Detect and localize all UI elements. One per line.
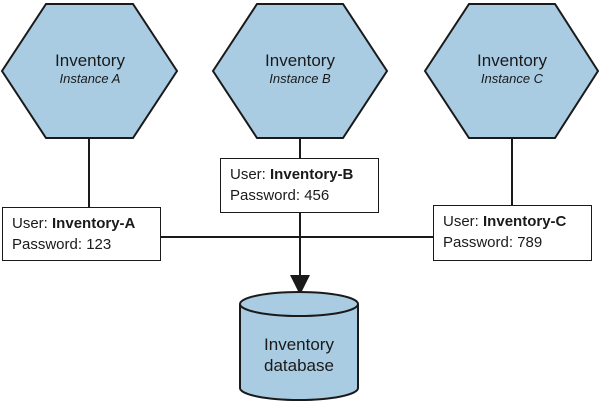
credentials-box-b: User: Inventory-B Password: 456 [220, 158, 379, 213]
database-label-line1: Inventory [264, 335, 334, 354]
database-label: Inventory database [239, 334, 359, 376]
user-label-b: User: [230, 166, 266, 183]
hexagon-instance-b [211, 3, 389, 139]
user-line-a: User: Inventory-A [12, 213, 151, 234]
instance-a-subtitle: Instance A [59, 71, 121, 86]
password-label-c: Password: [443, 234, 514, 251]
user-label-a: User: [12, 215, 48, 232]
instance-a-title: Inventory [55, 51, 125, 70]
instance-c-label: Inventory Instance C [422, 51, 600, 87]
password-line-c: Password: 789 [443, 232, 582, 253]
password-value-a: 123 [86, 236, 112, 253]
password-label-b: Password: [230, 187, 301, 204]
instance-b-subtitle: Instance B [269, 71, 331, 86]
user-label-c: User: [443, 213, 479, 230]
database-cylinder [239, 291, 359, 401]
instance-b-title: Inventory [265, 51, 335, 70]
password-value-c: 789 [517, 234, 543, 251]
user-value-a: Inventory-A [52, 215, 136, 232]
password-line-b: Password: 456 [230, 185, 369, 206]
hexagon-instance-a [0, 3, 179, 139]
instance-c-title: Inventory [477, 51, 547, 70]
user-line-c: User: Inventory-C [443, 211, 582, 232]
credentials-box-c: User: Inventory-C Password: 789 [433, 205, 592, 261]
credentials-box-a: User: Inventory-A Password: 123 [2, 207, 161, 261]
instance-a-label: Inventory Instance A [0, 51, 180, 87]
user-value-c: Inventory-C [483, 213, 567, 230]
database-label-line2: database [264, 356, 334, 375]
user-value-b: Inventory-B [270, 166, 354, 183]
password-label-a: Password: [12, 236, 83, 253]
password-value-b: 456 [304, 187, 330, 204]
user-line-b: User: Inventory-B [230, 164, 369, 185]
instance-b-label: Inventory Instance B [210, 51, 390, 87]
hexagon-instance-c [423, 3, 600, 139]
password-line-a: Password: 123 [12, 234, 151, 255]
instance-c-subtitle: Instance C [480, 71, 544, 86]
